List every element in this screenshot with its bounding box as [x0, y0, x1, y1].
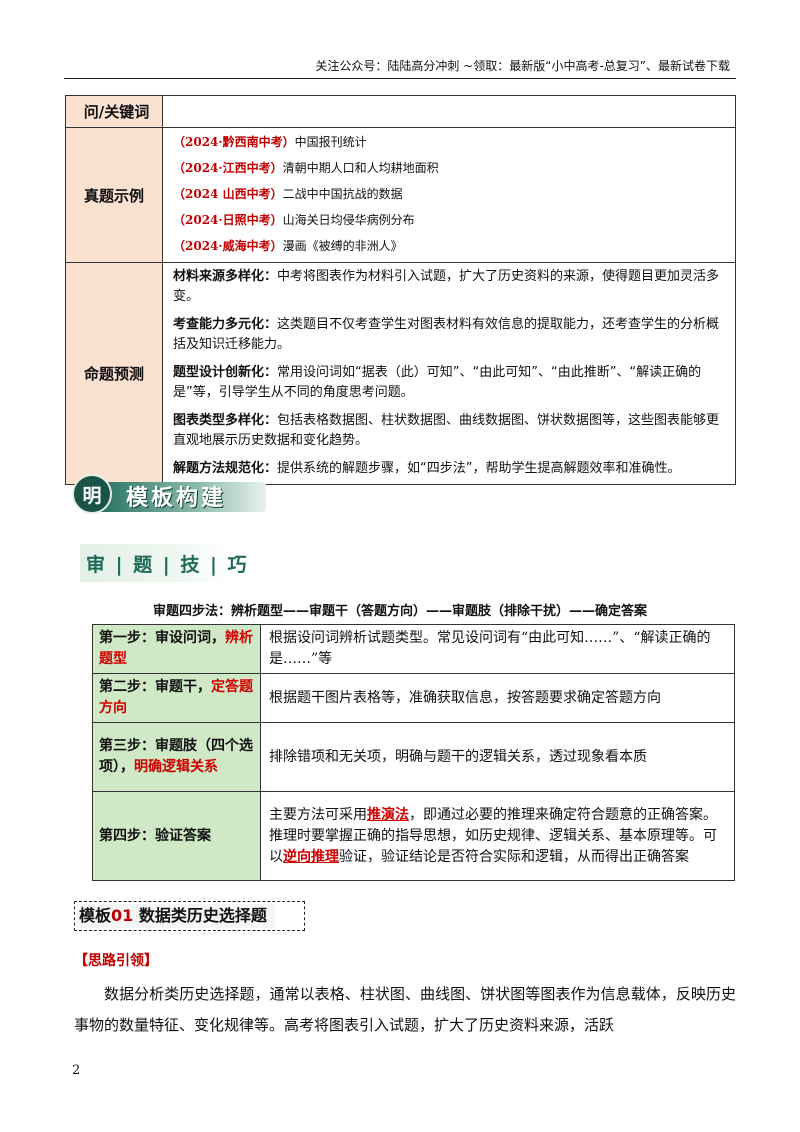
- prediction-item: 题型设计创新化：常用设问词如“据表（此）可知”、“由此可知”、“由此推断”、“解…: [173, 363, 729, 403]
- steps-table: 第一步：审设问词，辨析题型 根据设问词辨析试题类型。常见设问词有“由此可知……”…: [92, 624, 735, 881]
- examples-row: 真题示例 （2024·黔西南中考）中国报刊统计 （2024·江西中考）清朝中期人…: [65, 127, 736, 263]
- keyword-label: 问/关键词: [65, 95, 163, 128]
- step-text: 排除错项和无关项，明确与题干的逻辑关系，透过现象看本质: [260, 722, 735, 792]
- example-tag: （2024·威海中考）: [173, 239, 283, 253]
- template-title: 数据类历史选择题: [138, 906, 267, 925]
- banner-background: [90, 482, 266, 512]
- prediction-text: 常用设问词如“据表（此）可知”、“由此可知”、“由此推断”、“解读正确的是”等，…: [173, 365, 702, 400]
- page-number: 2: [72, 1063, 81, 1078]
- step-label-highlight: 明确逻辑关系: [134, 759, 218, 775]
- example-desc: 二战中中国抗战的数据: [282, 187, 403, 201]
- example-desc: 中国报刊统计: [294, 135, 367, 149]
- example-item: （2024·日照中考）山海关日均侵华病例分布: [173, 207, 729, 233]
- prediction-row: 命题预测 材料来源多样化：中考将图表作为材料引入试题，扩大了历史资料的来源，使得…: [65, 262, 736, 485]
- banner-emblem: 明: [72, 474, 112, 514]
- prediction-text: 包括表格数据图、柱状数据图、曲线数据图、饼状数据图等，这些图表能够更直观地展示历…: [173, 413, 720, 448]
- prediction-text: 中考将图表作为材料引入试题，扩大了历史资料的来源，使得题目更加灵活多变。: [173, 269, 720, 304]
- step-text-a: 根据设问词辨析试题类型。常见设问词有“由此可知……”、“解读正确的是……”等: [269, 630, 711, 667]
- prediction-title: 解题方法规范化：: [173, 461, 278, 476]
- prediction-item: 解题方法规范化：提供系统的解题步骤，如“四步法”，帮助学生提高解题效率和准确性。: [173, 459, 729, 479]
- step-text-b: ，即通过必要的推理来确定符合题意的正确答案。推理时要掌握正确的指导思想，如历史规…: [269, 806, 717, 865]
- skill-tabbar: 审 | 题 | 技 | 巧: [80, 544, 247, 582]
- step-highlight-method: 推演法: [367, 806, 409, 823]
- prediction-title: 考查能力多元化：: [173, 317, 278, 332]
- step-row: 第三步：审题肢（四个选项），明确逻辑关系 排除错项和无关项，明确与题干的逻辑关系…: [92, 722, 735, 792]
- skill-tabbar-title: 审 | 题 | 技 | 巧: [86, 554, 249, 576]
- example-item: （2024·江西中考）清朝中期人口和人均耕地面积: [173, 155, 729, 181]
- step-label-text: 第四步：验证答案: [99, 827, 211, 844]
- template-heading-inner: 模板01 数据类历史选择题: [77, 904, 275, 928]
- prediction-title: 题型设计创新化：: [173, 365, 278, 380]
- step-text-c: 验证，验证结论是否符合实际和逻辑，从而得出正确答案: [339, 848, 689, 865]
- header-text: 关注公众号：陆陆高分冲刺 ~领取：最新版“小中高考-总复习”、最新试卷下载: [315, 59, 730, 73]
- body-paragraph: 数据分析类历史选择题，通常以表格、柱状图、曲线图、饼状图等图表作为信息载体，反映…: [74, 985, 736, 1034]
- step-label: 第二步：审题干，定答题方向: [92, 673, 261, 723]
- prediction-list: 材料来源多样化：中考将图表作为材料引入试题，扩大了历史资料的来源，使得题目更加灵…: [162, 262, 736, 485]
- example-desc: 山海关日均侵华病例分布: [282, 213, 415, 227]
- step-row: 第一步：审设问词，辨析题型 根据设问词辨析试题类型。常见设问词有“由此可知……”…: [92, 624, 735, 674]
- idea-heading: 【思路引领】: [74, 953, 158, 969]
- prediction-title: 图表类型多样化：: [173, 413, 278, 428]
- step-label-text: 第二步：审题干，: [99, 679, 211, 695]
- step-text-a: 主要方法可采用: [269, 806, 367, 823]
- step-label-highlight: 辨析题型: [99, 630, 253, 667]
- step-text: 根据设问词辨析试题类型。常见设问词有“由此可知……”、“解读正确的是……”等: [260, 624, 735, 674]
- examples-label: 真题示例: [65, 127, 163, 263]
- example-tag: （2024 山西中考）: [173, 187, 283, 201]
- banner-title: 模板构建: [126, 485, 227, 511]
- example-tag: （2024·日照中考）: [173, 213, 283, 227]
- step-row: 第四步：验证答案 主要方法可采用推演法，即通过必要的推理来确定符合题意的正确答案…: [92, 791, 735, 881]
- step-highlight-reverse: 逆向推理: [283, 848, 339, 865]
- step-label-text: 第三步：审题肢（四个选项），: [99, 738, 253, 775]
- template-number: 01: [111, 906, 134, 925]
- prediction-text: 这类题目不仅考查学生对图表材料有效信息的提取能力，还考查学生的分析概括及知识迁移…: [173, 317, 720, 352]
- example-desc: 清朝中期人口和人均耕地面积: [282, 161, 439, 175]
- step-label-highlight: 定答题方向: [99, 679, 253, 716]
- example-desc: 漫画《被缚的非洲人》: [282, 239, 403, 253]
- step-label-text: 第一步：审设问词，: [99, 630, 225, 646]
- step-text: 根据题干图片表格等，准确获取信息，按答题要求确定答题方向: [260, 673, 735, 723]
- example-item: （2024·黔西南中考）中国报刊统计: [173, 129, 729, 155]
- prediction-item: 考查能力多元化：这类题目不仅考查学生对图表材料有效信息的提取能力，还考查学生的分…: [173, 315, 729, 355]
- step-row: 第二步：审题干，定答题方向 根据题干图片表格等，准确获取信息，按答题要求确定答题…: [92, 673, 735, 723]
- step-label: 第四步：验证答案: [92, 791, 261, 881]
- prediction-label: 命题预测: [65, 262, 163, 485]
- prediction-item: 材料来源多样化：中考将图表作为材料引入试题，扩大了历史资料的来源，使得题目更加灵…: [173, 267, 729, 307]
- prediction-text: 提供系统的解题步骤，如“四步法”，帮助学生提高解题效率和准确性。: [277, 461, 681, 476]
- prediction-item: 图表类型多样化：包括表格数据图、柱状数据图、曲线数据图、饼状数据图等，这些图表能…: [173, 411, 729, 451]
- example-item: （2024 山西中考）二战中中国抗战的数据: [173, 181, 729, 207]
- keyword-row: 问/关键词: [65, 95, 736, 128]
- template-heading: 模板01 数据类历史选择题: [74, 901, 305, 931]
- example-item: （2024·威海中考）漫画《被缚的非洲人》: [173, 233, 729, 259]
- prediction-title: 材料来源多样化：: [173, 269, 278, 284]
- overview-table: 问/关键词 真题示例 （2024·黔西南中考）中国报刊统计 （2024·江西中考…: [65, 95, 736, 485]
- examples-list: （2024·黔西南中考）中国报刊统计 （2024·江西中考）清朝中期人口和人均耕…: [162, 127, 736, 263]
- example-tag: （2024·黔西南中考）: [173, 135, 295, 149]
- template-prefix: 模板: [79, 906, 112, 925]
- keyword-value: [162, 95, 736, 128]
- four-step-title: 审题四步法：辨析题型——审题干（答题方向）——审题肢（排除干扰）——确定答案: [152, 604, 647, 619]
- step-text-a: 排除错项和无关项，明确与题干的逻辑关系，透过现象看本质: [269, 748, 647, 765]
- step-text: 主要方法可采用推演法，即通过必要的推理来确定符合题意的正确答案。推理时要掌握正确…: [260, 791, 735, 881]
- header-rule: [64, 78, 736, 79]
- step-text-a: 根据题干图片表格等，准确获取信息，按答题要求确定答题方向: [269, 689, 661, 706]
- example-tag: （2024·江西中考）: [173, 161, 283, 175]
- step-label: 第一步：审设问词，辨析题型: [92, 624, 261, 674]
- section-banner: 明 模板构建: [72, 474, 266, 516]
- step-label: 第三步：审题肢（四个选项），明确逻辑关系: [92, 722, 261, 792]
